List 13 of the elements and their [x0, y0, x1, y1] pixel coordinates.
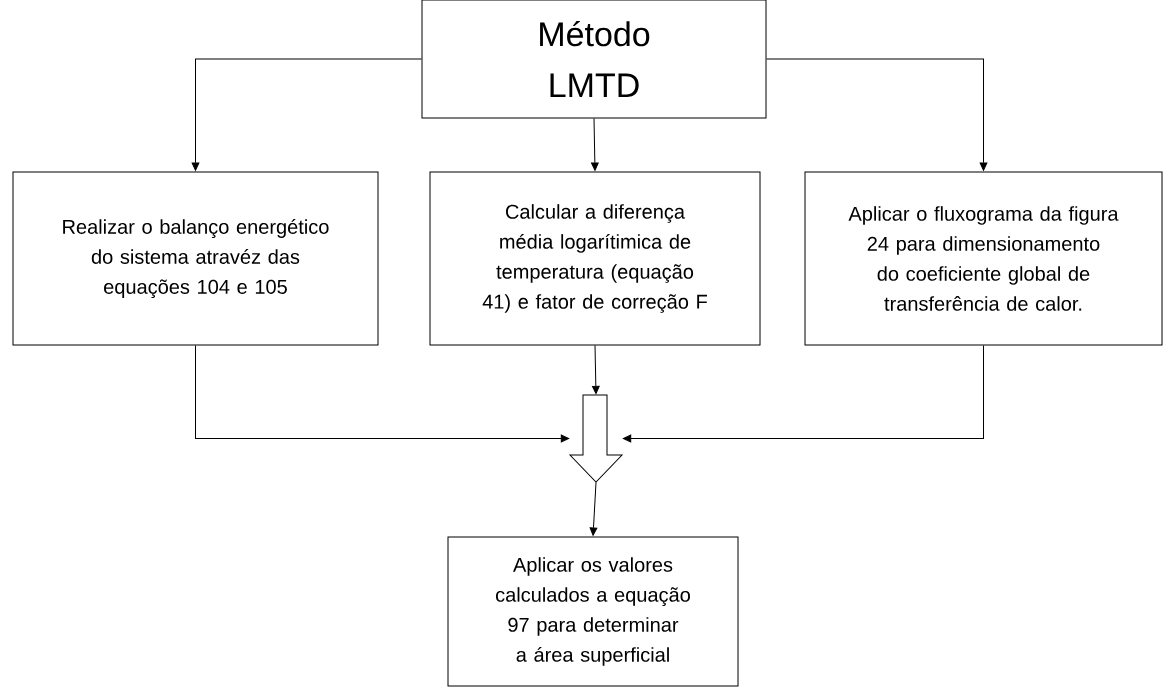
arrow: [766, 58, 988, 171]
arrow: [591, 118, 599, 171]
arrow: [589, 481, 598, 536]
process-box: Aplicar o fluxograma da figura 24 para dimensionamento do coeficiente global de transferência de calor.: [804, 171, 1163, 346]
hollow-arrow: [569, 394, 623, 483]
process-box: Aplicar os valores calculados a equação 97 para determinar a área superficial: [447, 536, 739, 687]
process-box: Calcular a diferença média logarítimica de temperatura (equação 41) e fator de correção F: [429, 171, 761, 346]
arrow: [191, 58, 422, 171]
process-box: Realizar o balanço energético do sistema atravéz das equações 104 e 105: [12, 171, 379, 346]
arrow: [195, 345, 570, 443]
arrow: [592, 345, 600, 395]
arrow: [622, 345, 984, 443]
process-box: Método LMTD: [421, 0, 767, 119]
